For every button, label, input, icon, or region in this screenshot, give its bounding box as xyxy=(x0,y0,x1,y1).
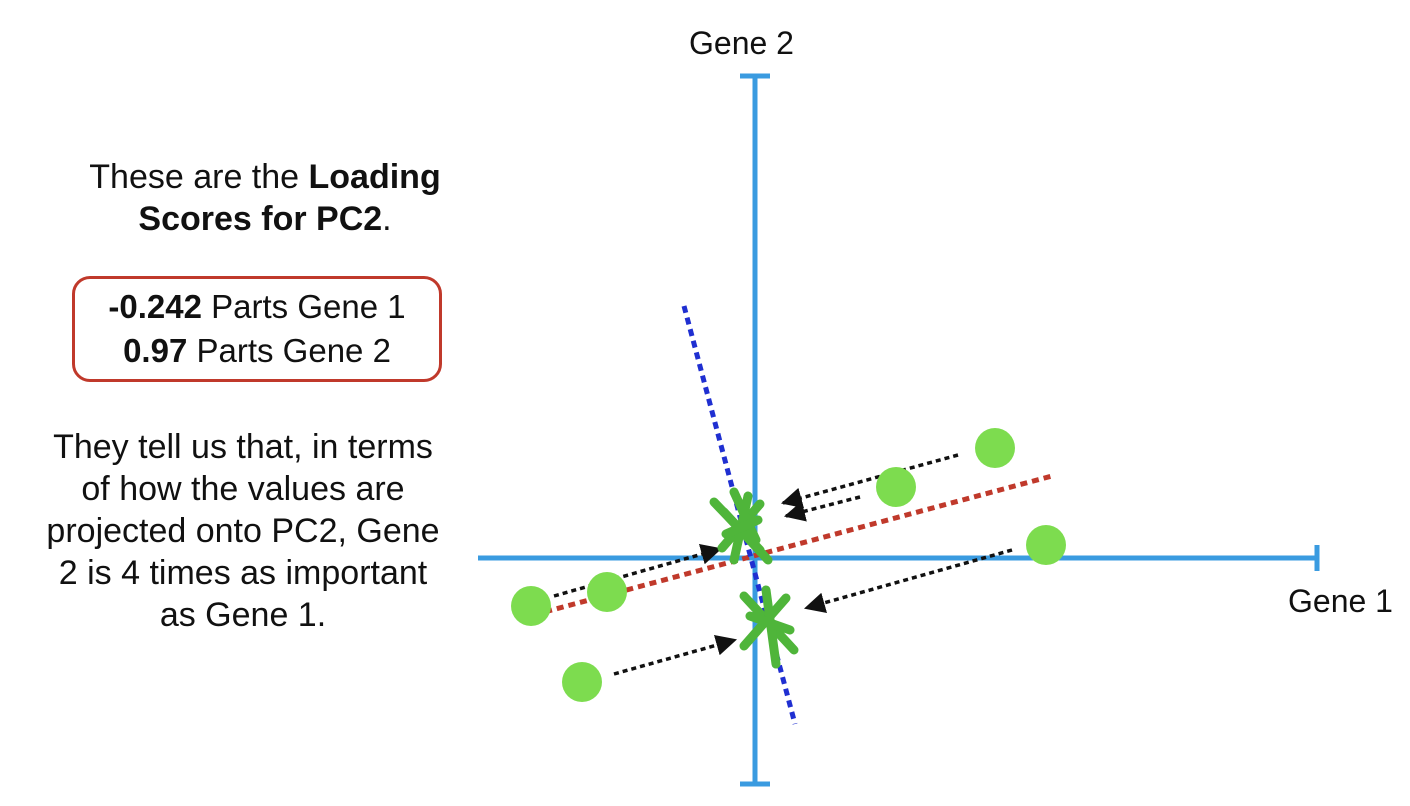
heading-bold-1: Loading xyxy=(308,158,441,196)
data-points xyxy=(511,428,1066,702)
heading-suffix: . xyxy=(382,200,392,238)
projection-arrow xyxy=(783,495,861,522)
data-point xyxy=(562,662,602,702)
explanation-line: as Gene 1. xyxy=(159,596,327,634)
loading-score-value: -0.242 xyxy=(108,288,202,325)
explanation-line: projected onto PC2, Gene xyxy=(46,512,440,550)
projection-mark xyxy=(745,585,795,669)
loading-score-gene2: 0.97 Parts Gene 2 xyxy=(75,329,439,373)
projection-arrows xyxy=(553,453,1013,676)
loading-score-value: 0.97 xyxy=(123,332,188,369)
projection-marks xyxy=(709,487,799,669)
explanation-line: They tell us that, in terms xyxy=(53,428,433,466)
loading-scores-box: -0.242 Parts Gene 1 0.97 Parts Gene 2 xyxy=(72,276,442,382)
y-axis-label: Gene 2 xyxy=(689,25,794,61)
projection-mark xyxy=(721,487,763,545)
pc1-line xyxy=(521,473,1053,621)
loading-score-label: Parts Gene 2 xyxy=(187,332,391,369)
explanation-text: They tell us that, in terms of how the v… xyxy=(12,426,474,636)
projection-arrow xyxy=(780,453,959,509)
loading-score-label: Parts Gene 1 xyxy=(201,288,406,325)
data-point xyxy=(975,428,1015,468)
data-point xyxy=(1026,525,1066,565)
projection-arrow xyxy=(613,635,738,676)
projection-arrow xyxy=(553,544,723,598)
heading-prefix: These are the xyxy=(89,158,309,196)
axes xyxy=(478,73,1320,787)
explanation-line: 2 is 4 times as important xyxy=(58,554,428,592)
data-point xyxy=(511,586,551,626)
x-axis-label: Gene 1 xyxy=(1288,583,1393,619)
explanation-line: of how the values are xyxy=(81,470,405,508)
loading-scores-heading: These are the Loading Scores for PC2. xyxy=(50,156,480,240)
data-point xyxy=(876,467,916,507)
data-point xyxy=(587,572,627,612)
loading-score-gene1: -0.242 Parts Gene 1 xyxy=(75,285,439,329)
heading-bold-2: Scores for PC2 xyxy=(138,200,383,238)
